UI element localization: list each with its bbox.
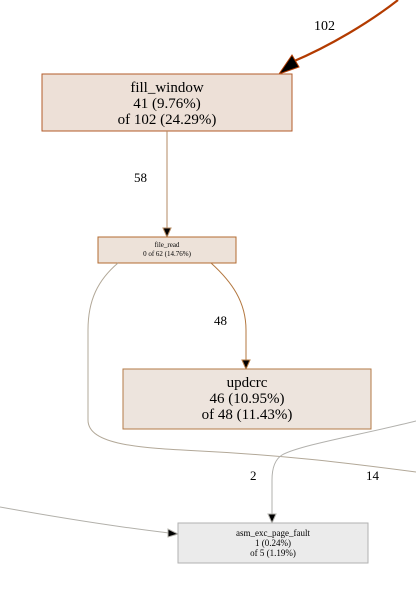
- edge-offscreen-to-page-fault-line: [271, 420, 416, 514]
- edge-offscreen-to-page-fault-label: 2: [250, 468, 257, 483]
- edge-fill-window-to-file-read-arrowhead: [162, 227, 172, 239]
- edge-offscreen-to-page-fault: 2: [250, 420, 416, 525]
- edge-into-fill-window: 102: [277, 0, 399, 75]
- edge-fill-window-to-file-read-label: 58: [134, 170, 147, 185]
- node-fill-window-box: [41, 73, 293, 132]
- node-asm-exc-page-fault-self: 1 (0.24%): [255, 538, 291, 548]
- edge-left-to-page-fault-line: [0, 506, 170, 534]
- node-asm-exc-page-fault[interactable]: asm_exc_page_fault 1 (0.24%) of 5 (1.19%…: [177, 522, 369, 564]
- node-asm-exc-page-fault-cumulative: of 5 (1.19%): [250, 548, 296, 558]
- edge-file-read-offscreen-label: 14: [366, 468, 380, 483]
- node-updcrc-cumulative: of 48 (11.43%): [202, 407, 293, 423]
- node-fill-window-self: 41 (9.76%): [133, 96, 201, 112]
- node-file-read-self: 0 of 62 (14.76%): [143, 250, 191, 258]
- node-fill-window[interactable]: fill_window 41 (9.76%) of 102 (24.29%): [41, 73, 293, 132]
- edge-file-read-to-updcrc-label: 48: [214, 313, 227, 328]
- edge-left-to-page-fault: [0, 506, 180, 538]
- node-fill-window-name: fill_window: [130, 80, 203, 96]
- edge-into-fill-window-arrowhead: [277, 54, 300, 75]
- edge-file-read-to-updcrc: 48: [210, 262, 251, 371]
- node-updcrc[interactable]: updcrc 46 (10.95%) of 48 (11.43%): [122, 368, 372, 430]
- edge-file-read-offscreen-line: [87, 262, 416, 473]
- node-updcrc-box: [122, 368, 372, 430]
- edge-file-read-to-updcrc-arrowhead: [241, 359, 251, 371]
- node-fill-window-cumulative: of 102 (24.29%): [118, 112, 217, 128]
- edge-offscreen-to-page-fault-arrowhead: [267, 513, 277, 525]
- node-asm-exc-page-fault-box: [177, 522, 369, 564]
- node-updcrc-name: updcrc: [227, 375, 268, 391]
- edge-into-fill-window-line: [291, 0, 399, 64]
- edge-fill-window-to-file-read: 58: [134, 131, 172, 239]
- node-file-read-box: [97, 236, 237, 264]
- node-file-read[interactable]: file_read 0 of 62 (14.76%): [97, 236, 237, 264]
- node-file-read-name: file_read: [155, 241, 180, 249]
- edge-file-read-to-updcrc-line: [210, 262, 247, 361]
- edge-file-read-offscreen: 14: [87, 262, 416, 483]
- node-asm-exc-page-fault-name: asm_exc_page_fault: [236, 528, 310, 538]
- edge-left-to-page-fault-arrowhead: [167, 528, 180, 538]
- node-updcrc-self: 46 (10.95%): [210, 391, 285, 407]
- edge-into-fill-window-label: 102: [314, 19, 335, 34]
